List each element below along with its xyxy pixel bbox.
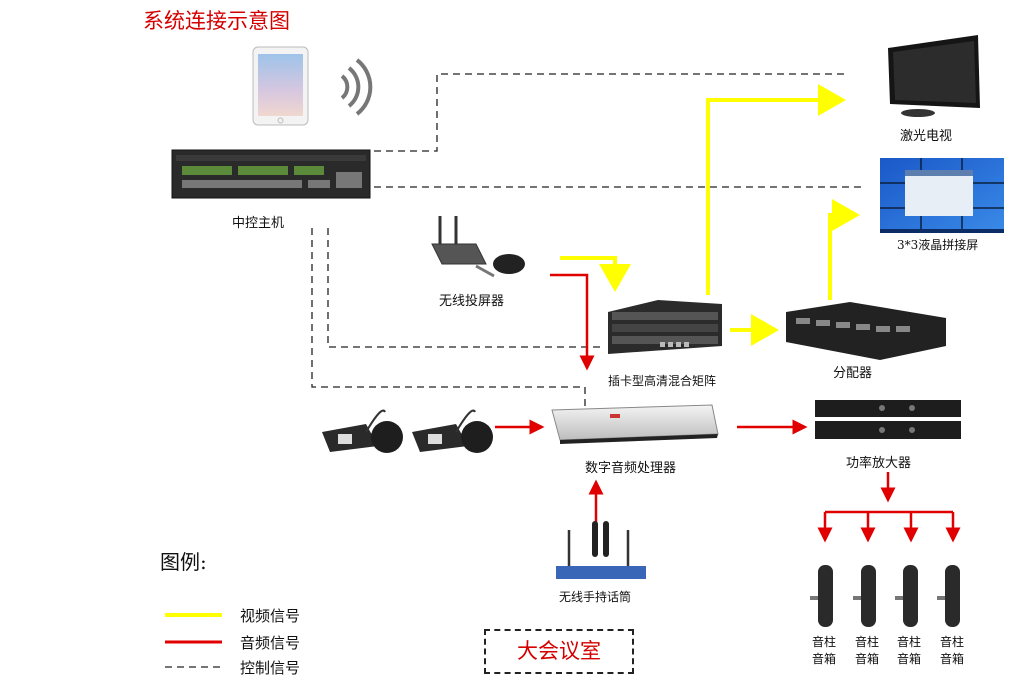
conference-mic-2 xyxy=(412,409,493,453)
matrix-device xyxy=(608,300,722,354)
audio-lines xyxy=(495,273,961,543)
label-wireless-projector: 无线投屏器 xyxy=(439,294,505,309)
column-speaker-3 xyxy=(895,565,918,627)
label-laser-tv: 激光电视 xyxy=(900,129,953,144)
central-control-device xyxy=(171,149,371,199)
legend-label-control: 控制信号 xyxy=(240,659,301,677)
label-speaker-2: 音柱音箱 xyxy=(855,635,880,666)
conference-mic-1 xyxy=(322,409,403,453)
video-lines xyxy=(560,84,860,346)
tablet-icon xyxy=(252,46,309,126)
legend-label-audio: 音频信号 xyxy=(240,634,301,652)
video-line-matrix-tv xyxy=(706,84,846,295)
label-distributor: 分配器 xyxy=(833,366,873,381)
laser-tv-device xyxy=(888,35,980,117)
wireless-projector-device xyxy=(431,216,525,278)
legend-title: 图例: xyxy=(160,550,207,574)
column-speaker-1 xyxy=(810,565,833,627)
column-speaker-4 xyxy=(937,565,960,627)
control-line-matrix xyxy=(327,228,605,348)
video-line-projector-matrix xyxy=(560,256,631,292)
wifi-icon xyxy=(340,58,373,116)
video-line-distributor-wall xyxy=(828,199,860,300)
wireless-mic-device xyxy=(556,521,646,579)
audio-processor-device xyxy=(551,404,719,444)
label-video-wall: 3*3液晶拼接屏 xyxy=(897,238,979,252)
control-line-tv xyxy=(374,73,848,152)
legend-swatches xyxy=(165,613,222,668)
label-speaker-3: 音柱音箱 xyxy=(897,635,922,666)
label-wireless-mic: 无线手持话筒 xyxy=(559,590,632,604)
audio-line-projector-matrix xyxy=(550,273,595,371)
label-central-control: 中控主机 xyxy=(232,216,285,231)
column-speaker-2 xyxy=(853,565,876,627)
distributor-device xyxy=(786,302,946,360)
room-label: 大会议室 xyxy=(484,629,634,674)
power-amplifier-device xyxy=(815,400,961,439)
label-speaker-1: 音柱音箱 xyxy=(812,635,837,666)
video-wall-device xyxy=(880,158,1004,233)
label-matrix: 插卡型高清混合矩阵 xyxy=(608,374,717,388)
label-power-amplifier: 功率放大器 xyxy=(846,456,912,471)
diagram-title: 系统连接示意图 xyxy=(143,9,290,33)
legend-label-video: 视频信号 xyxy=(240,607,301,625)
label-speaker-4: 音柱音箱 xyxy=(940,635,965,666)
control-lines xyxy=(311,73,862,410)
label-audio-processor: 数字音频处理器 xyxy=(585,461,677,476)
